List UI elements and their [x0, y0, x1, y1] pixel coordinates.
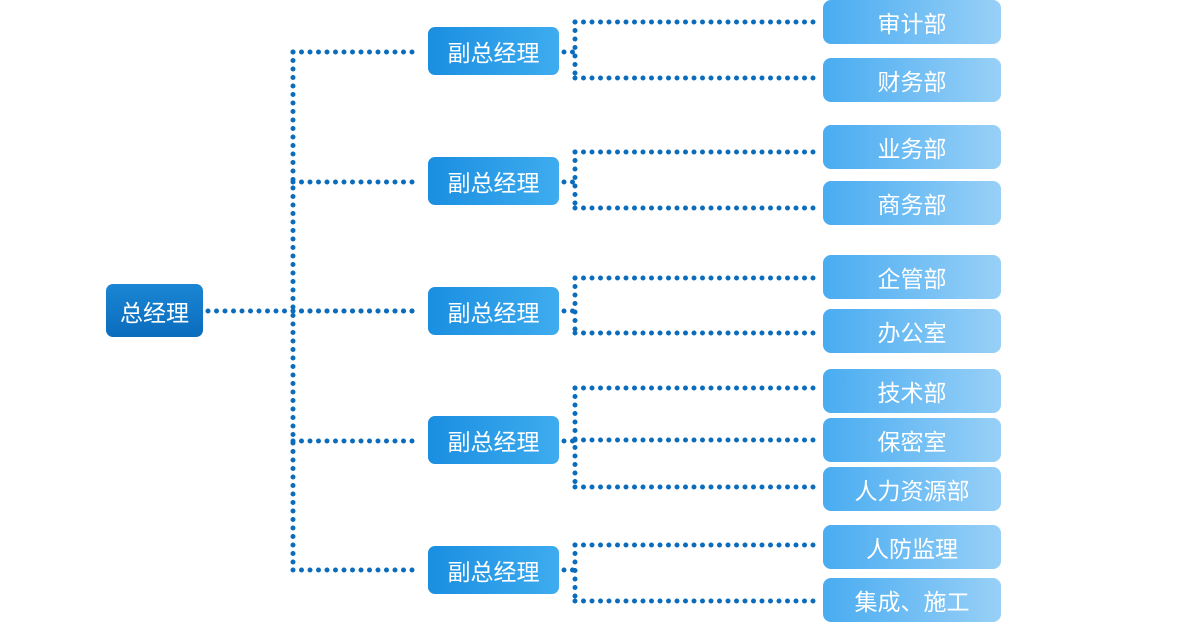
- dept-node-office: 办公室: [823, 309, 1001, 353]
- vp-node-2: 副总经理: [428, 157, 559, 205]
- dept-node-business: 业务部: [823, 125, 1001, 169]
- dept-node-enterprise: 企管部: [823, 255, 1001, 299]
- dept-node-integration: 集成、施工: [823, 578, 1001, 622]
- dept-node-audit: 审计部: [823, 0, 1001, 44]
- dept-node-finance: 财务部: [823, 58, 1001, 102]
- dept-node-civil-defense: 人防监理: [823, 525, 1001, 569]
- dept-node-technology: 技术部: [823, 369, 1001, 413]
- dept-node-confidential: 保密室: [823, 418, 1001, 462]
- vp-node-4: 副总经理: [428, 416, 559, 464]
- dept-node-commerce: 商务部: [823, 181, 1001, 225]
- vp-node-5: 副总经理: [428, 546, 559, 594]
- vp-node-3: 副总经理: [428, 287, 559, 335]
- dept-node-hr: 人力资源部: [823, 467, 1001, 511]
- root-node-general-manager: 总经理: [106, 284, 203, 337]
- vp-node-1: 副总经理: [428, 27, 559, 75]
